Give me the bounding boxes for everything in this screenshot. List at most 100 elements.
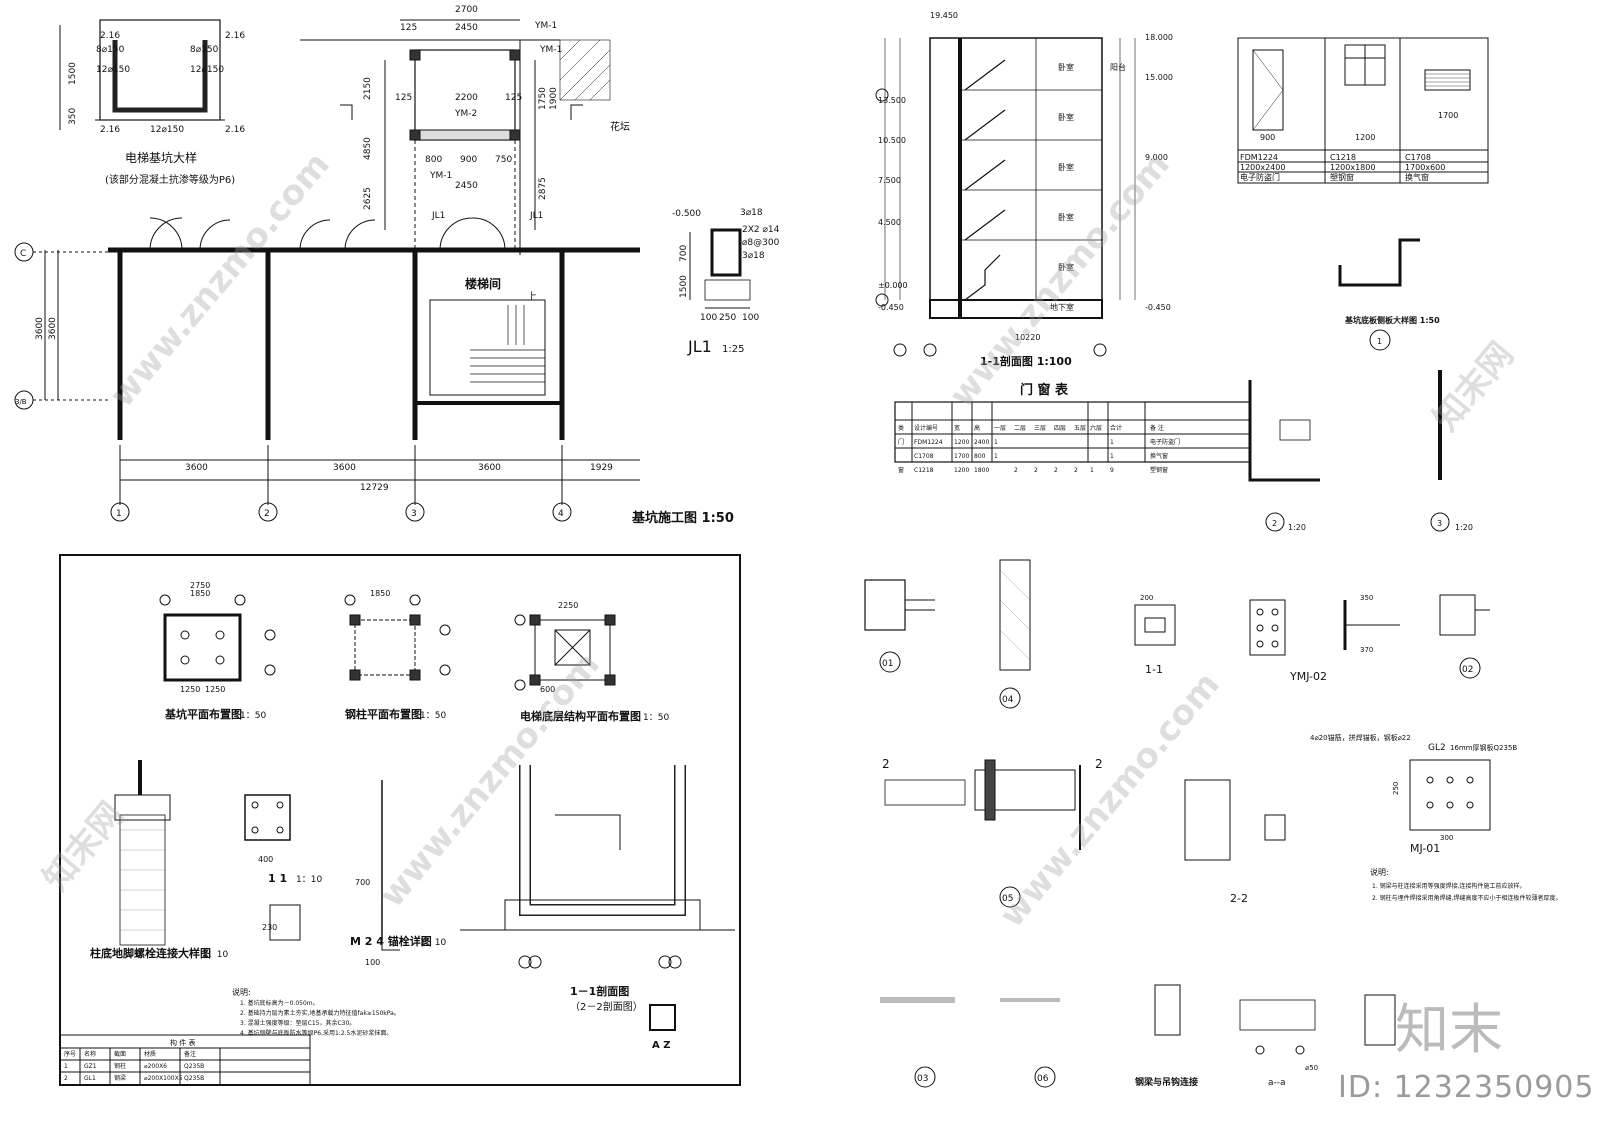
table-header: 材质	[144, 1050, 156, 1058]
pit-t1: 8⌀150	[96, 45, 125, 55]
label-03: 03	[917, 1074, 928, 1084]
w-dim-1: 1200	[1355, 133, 1375, 142]
door-note-1: 塑钢窗	[1330, 172, 1354, 182]
w-dim-0: 900	[1260, 133, 1275, 142]
side-dim-4: 1750	[538, 87, 548, 110]
image-id: ID: 1232350905	[1338, 1070, 1595, 1105]
q4-note-0: 1. 钢梁与柱连接采用等强度焊接,连接构件施工前应放样。	[1372, 882, 1526, 890]
table-cell: 1800	[974, 467, 989, 474]
m24-scale: 1：10	[420, 938, 446, 948]
table-header: 备 注	[1150, 424, 1164, 432]
sec11-title: 1 1	[268, 872, 287, 885]
dim-mid-b: 2200	[455, 93, 478, 103]
jl1-t1: 3⌀18	[740, 208, 763, 218]
note-1: 2. 基础持力层为素土夯实,地基承载力特征值fak≥150kPa。	[240, 1009, 400, 1017]
detail-scale-1: 1:20	[1288, 523, 1306, 532]
jl1-scale: 1:25	[722, 344, 744, 355]
quadrant-section: 19.450 18.000 15.000 13.500 10.500 9.000…	[800, 0, 1600, 535]
dim-7: 600	[540, 685, 555, 694]
table-title: 构 件 表	[170, 1038, 195, 1047]
plan2-title: 钢柱平面布置图	[345, 707, 422, 721]
label-05: 05	[1002, 894, 1013, 904]
table-title: 门 窗 表	[1020, 382, 1069, 398]
dim-3: 1250	[180, 685, 200, 694]
q4-dim-3: 300	[1440, 834, 1453, 842]
elev-10: -0.450	[1145, 303, 1171, 312]
table-header: 二层	[1014, 425, 1026, 432]
door-code-2: C1708	[1405, 153, 1431, 162]
table-cell: 2	[1034, 467, 1038, 474]
room-4: 卧室	[1058, 262, 1074, 272]
section-drawing: 19.450 18.000 15.000 13.500 10.500 9.000…	[875, 11, 1489, 532]
table-cell: C1218	[914, 467, 934, 474]
table-cell: 电子防盗门	[1150, 438, 1180, 446]
table-cell: GL1	[84, 1075, 96, 1082]
label-1-1: 1-1	[1145, 663, 1163, 676]
elev-9: -0.450	[878, 303, 904, 312]
mj01-note: 4⌀20锚筋，拼焊锚板，钢板⌀22	[1310, 733, 1411, 742]
pit-t10: 350	[68, 108, 78, 125]
table-cell: 1	[994, 453, 998, 460]
table-header: 合计	[1110, 424, 1122, 432]
gl2-label: GL2	[1428, 743, 1446, 753]
table-cell: 2	[1074, 467, 1078, 474]
table-cell: 1700	[954, 453, 969, 460]
dim-bottom-4: 1929	[590, 463, 613, 473]
steel-plan-drawing: 2750 1850 1250 1250 1850 2250 600 400 70…	[59, 554, 741, 1086]
table-cell: FDM1224	[914, 439, 943, 446]
side-dim-6: 2875	[538, 177, 548, 200]
q4-dim-2: 370	[1360, 646, 1373, 654]
table-cell: 1	[1090, 467, 1094, 474]
label-02: 02	[1462, 665, 1473, 675]
q4-dim-0: 200	[1140, 594, 1153, 602]
dim-top2-a: 125	[400, 23, 417, 33]
q4-dim-4: 250	[1392, 782, 1400, 795]
dim-low-a: 800	[425, 155, 442, 165]
door-size-1: 1200x1800	[1330, 163, 1375, 172]
jl1-t2: 2X2 ⌀14	[742, 225, 780, 235]
label-ym1-b: YM-1	[429, 171, 452, 181]
jl1-t0: -0.500	[672, 209, 701, 219]
table-cell: 1	[1110, 439, 1114, 446]
elev-6: 7.500	[878, 176, 901, 185]
mark-2a: 2	[882, 757, 890, 771]
note-0: 1. 基坑底标高为－0.050m。	[240, 999, 319, 1007]
anchor-title: 柱底地脚螺栓连接大样图	[90, 946, 211, 960]
table-header: 四层	[1054, 425, 1066, 432]
dim-5: 1850	[370, 589, 390, 598]
axis-3: 3	[411, 509, 417, 519]
dim-4: 1250	[205, 685, 225, 694]
dim-bottom-2: 3600	[333, 463, 356, 473]
sec11-scale: 1：10	[296, 875, 322, 885]
table-cell: 800	[974, 453, 986, 460]
table-header: 一层	[994, 425, 1006, 432]
plate-note: 16mm厚钢板Q235B	[1450, 743, 1517, 752]
m24-title: M 2 4 锚栓详图	[350, 934, 432, 948]
plan2-scale: 1：50	[420, 711, 446, 721]
quadrant-steel-plan: 2750 1850 1250 1250 1850 2250 600 400 70…	[0, 540, 785, 1131]
table-cell: Q235B	[184, 1075, 204, 1082]
table-cell: 1	[994, 439, 998, 446]
table-cell: 1200	[954, 439, 969, 446]
table-header: 六层	[1090, 424, 1102, 432]
table-cell: 钢柱	[114, 1062, 126, 1070]
stair-label: 楼梯间	[465, 276, 501, 291]
door-code-1: C1218	[1330, 153, 1356, 162]
dim-8: 400	[258, 855, 273, 864]
table-cell: 2	[1054, 467, 1058, 474]
jl1-t5: 700	[679, 245, 689, 262]
label-ym2: YM-2	[454, 109, 477, 119]
table-cell: 窗	[898, 466, 904, 474]
table-cell: 2	[1014, 467, 1018, 474]
label-jl1-b: JL1	[529, 211, 543, 221]
elev-8: ±0.000	[878, 281, 908, 290]
jl1-t3: ⌀8@300	[742, 238, 780, 248]
label-06: 06	[1037, 1074, 1049, 1084]
label-01: 01	[882, 659, 893, 669]
detail-mark-0: 1	[1377, 337, 1382, 346]
up-label: 上	[527, 291, 537, 303]
detail-mark-1: 2	[1272, 519, 1277, 528]
table-cell: ⌀200X6	[144, 1063, 167, 1070]
jl1-t6: 1500	[679, 275, 689, 298]
